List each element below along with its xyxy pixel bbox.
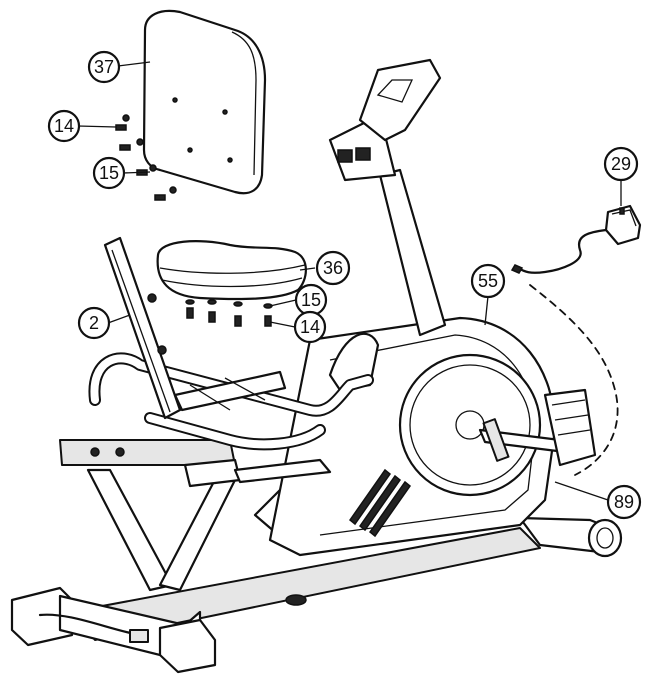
callout-2: 2 xyxy=(77,306,111,340)
svg-text:15: 15 xyxy=(301,290,321,310)
callout-37: 37 xyxy=(87,50,121,84)
svg-text:2: 2 xyxy=(89,313,99,333)
callout-15-backrest: 15 xyxy=(92,156,126,190)
seat-bolts xyxy=(185,299,273,327)
vent-slots xyxy=(348,468,412,538)
console-mast xyxy=(328,58,447,337)
base-frame xyxy=(10,516,623,674)
seat-cushion xyxy=(156,240,307,327)
svg-text:14: 14 xyxy=(54,116,74,136)
svg-text:89: 89 xyxy=(614,492,634,512)
svg-text:36: 36 xyxy=(323,258,343,278)
callout-14-backrest: 14 xyxy=(47,109,81,143)
rear-support xyxy=(59,439,242,592)
svg-text:14: 14 xyxy=(300,317,320,337)
power-cable-route xyxy=(529,284,619,476)
svg-text:37: 37 xyxy=(94,57,114,77)
svg-text:29: 29 xyxy=(611,154,631,174)
callout-29: 29 xyxy=(603,146,639,182)
callout-55: 55 xyxy=(470,263,506,299)
svg-text:15: 15 xyxy=(99,163,119,183)
seat-frame xyxy=(103,236,287,420)
callout-89: 89 xyxy=(606,484,642,520)
power-adapter xyxy=(510,204,642,274)
callout-15-seat: 15 xyxy=(294,283,328,317)
svg-text:55: 55 xyxy=(478,271,498,291)
callout-14-seat: 14 xyxy=(293,310,327,344)
leader-lines xyxy=(77,61,622,501)
main-body xyxy=(253,316,597,557)
backrest xyxy=(115,9,267,201)
handlebars xyxy=(88,352,374,488)
callout-36: 36 xyxy=(315,250,351,286)
